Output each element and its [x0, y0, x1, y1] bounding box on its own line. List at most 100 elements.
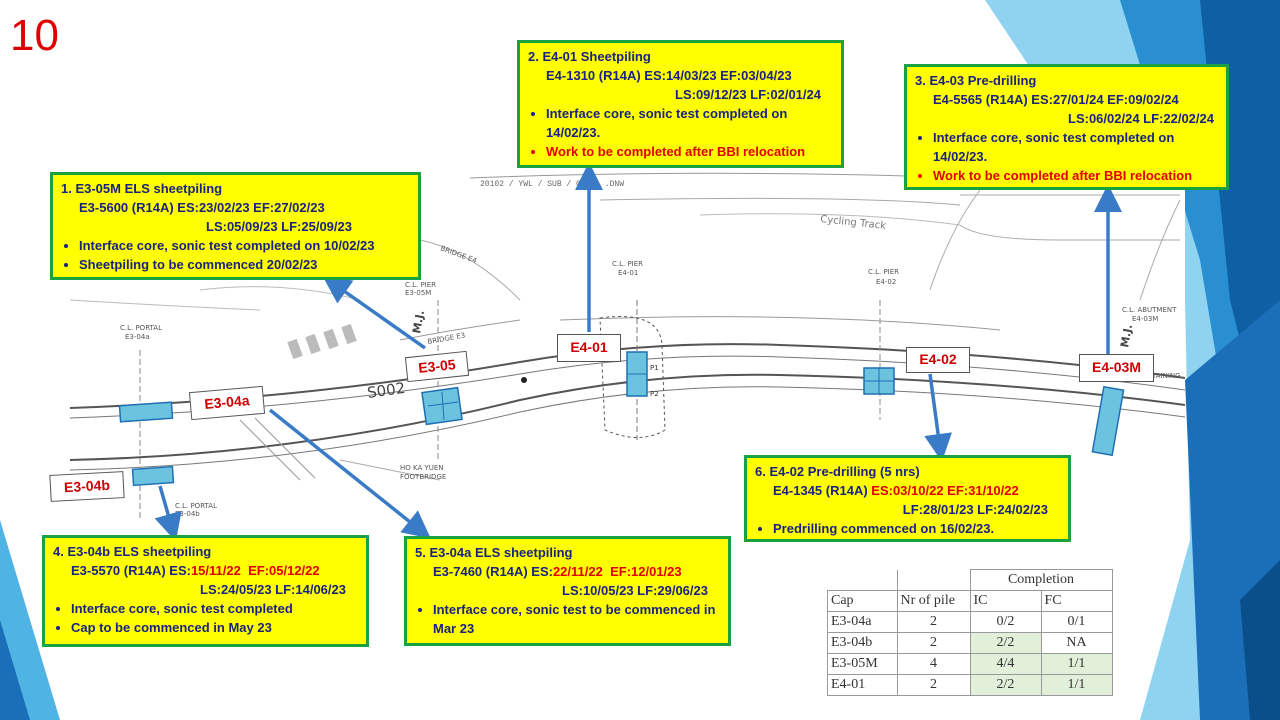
mj-text-2: M.J. — [1118, 323, 1135, 348]
callout-title: 1. E3-05M ELS sheetpiling — [61, 181, 223, 196]
footbridge-text-2: FOOTBRIDGE — [400, 473, 446, 481]
early-start: 22/11/22 — [552, 564, 603, 579]
table-header-row-2: Cap Nr of pile IC FC — [827, 590, 1113, 612]
early-finish: EF:05/12/22 — [248, 563, 320, 578]
pile-cap-e4-02 — [863, 367, 895, 395]
table-row: E3-04a 2 0/2 0/1 — [827, 611, 1113, 633]
cell-fc: 1/1 — [1040, 674, 1113, 696]
schedule-prefix: E3-5570 (R14A) ES: — [71, 563, 191, 578]
cell-fc: 1/1 — [1040, 653, 1113, 675]
callout-e4-02: 6. E4-02 Pre-drilling (5 nrs) E4-1345 (R… — [744, 455, 1071, 542]
bullet: Interface core, sonic test completed on … — [79, 236, 410, 255]
table-header-row-1: Completion — [827, 569, 1113, 591]
callout-title: 4. E3-04b ELS sheetpiling — [53, 544, 212, 559]
callout-e3-04b: 4. E3-04b ELS sheetpiling E3-5570 (R14A)… — [42, 535, 369, 647]
cl-pier-e4-01-text-2: E4-01 — [618, 269, 638, 277]
bullet: Sheetpiling to be commenced 20/02/23 — [79, 255, 410, 274]
schedule-prefix: E3-7460 (R14A) ES: — [433, 564, 553, 579]
schedule-line-1: E3-7460 (R14A) ES:22/11/22 EF:12/01/23 — [415, 562, 720, 581]
cl-abutment-text: C.L. ABUTMENT — [1122, 306, 1177, 314]
pile-cap-e3-04a — [118, 401, 174, 423]
s002-text: S002 — [366, 379, 406, 402]
bullet: Interface core, sonic test completed on … — [933, 128, 1218, 166]
schedule-line-2: LS:06/02/24 LF:22/02/24 — [1068, 111, 1214, 126]
cell-nr-of-pile: 2 — [896, 611, 971, 633]
bullet: Predrilling commenced on 16/02/23. — [773, 519, 1060, 538]
callout-e4-03: 3. E4-03 Pre-drilling E4-5565 (R14A) ES:… — [904, 64, 1229, 190]
cl-pier-e3-05m-text-2: E3-05M — [405, 289, 431, 297]
cell-cap: E3-04b — [827, 632, 898, 654]
cl-portal-e3-04a-text: C.L. PORTAL — [120, 324, 162, 332]
col-header-nr-of-pile: Nr of pile — [896, 590, 971, 612]
completion-table: Completion Cap Nr of pile IC FC E3-04a 2… — [827, 569, 1113, 696]
pile-cap-e4-03m — [1091, 385, 1125, 457]
p2-text: P2 — [650, 390, 659, 398]
cell-ic: 2/2 — [969, 632, 1042, 654]
pile-cap-e3-04b — [131, 465, 175, 487]
cell-nr-of-pile: 4 — [896, 653, 971, 675]
schedule-line-1: E3-5600 (R14A) ES:23/02/23 EF:27/02/23 — [79, 200, 325, 215]
pile-cap-e3-05 — [421, 386, 463, 426]
table-row: E3-05M 4 4/4 1/1 — [827, 653, 1113, 675]
bullet: Cap to be commenced in May 23 — [71, 618, 358, 637]
label-e4-02: E4-02 — [906, 347, 970, 373]
slide-number: 10 — [10, 11, 59, 60]
early-finish: EF:12/01/23 — [610, 564, 682, 579]
cl-abutment-text-2: E4-03M — [1132, 315, 1158, 323]
callout-title: 3. E4-03 Pre-drilling — [915, 73, 1037, 88]
callout-title: 5. E3-04a ELS sheetpiling — [415, 545, 573, 560]
cell-ic: 2/2 — [969, 674, 1042, 696]
cl-pier-e4-02-text-2: E4-02 — [876, 278, 896, 286]
callout-title: 6. E4-02 Pre-drilling (5 nrs) — [755, 464, 920, 479]
callout-e3-04a: 5. E3-04a ELS sheetpiling E3-7460 (R14A)… — [404, 536, 731, 646]
cell-cap: E4-01 — [827, 674, 898, 696]
schedule-line-1: E4-1310 (R14A) ES:14/03/23 EF:03/04/23 — [546, 68, 792, 83]
callout-arrows — [154, 162, 1122, 542]
cl-portal-e3-04a-text-2: E3-04a — [125, 333, 150, 341]
cl-portal-e3-04b-text: C.L. PORTAL — [175, 502, 217, 510]
cell-ic: 0/2 — [969, 611, 1042, 633]
schedule-line-1: E4-5565 (R14A) ES:27/01/24 EF:09/02/24 — [933, 92, 1179, 107]
footbridge-text: HO KA YUEN — [400, 464, 444, 472]
col-header-fc: FC — [1040, 590, 1113, 612]
early-dates: ES:03/10/22 EF:31/10/22 — [871, 483, 1019, 498]
label-e4-01: E4-01 — [557, 334, 621, 362]
bullet: Interface core, sonic test completed — [71, 599, 358, 618]
early-start: 15/11/22 — [190, 563, 241, 578]
callout-e4-01: 2. E4-01 Sheetpiling E4-1310 (R14A) ES:1… — [517, 40, 844, 168]
schedule-line-2: LS:10/05/23 LF:29/06/23 — [562, 583, 708, 598]
bullet-alert: Work to be completed after BBI relocatio… — [546, 142, 833, 161]
bullet: Interface core, sonic test completed on … — [546, 104, 833, 142]
drawing-reference: 20102 / YWL / SUB / 05121 .DNW — [480, 180, 624, 189]
table-row: E4-01 2 2/2 1/1 — [827, 674, 1113, 696]
cell-nr-of-pile: 2 — [896, 632, 971, 654]
col-header-cap: Cap — [827, 590, 898, 612]
schedule-line-1: E3-5570 (R14A) ES:15/11/22 EF:05/12/22 — [53, 561, 358, 580]
completion-header: Completion — [969, 569, 1113, 591]
cell-nr-of-pile: 2 — [896, 674, 971, 696]
zebra-crossing — [287, 323, 357, 360]
cl-pier-e4-02-text: C.L. PIER — [868, 268, 899, 276]
schedule-line-2: LS:09/12/23 LF:02/01/24 — [675, 87, 821, 102]
table-row: E3-04b 2 2/2 NA — [827, 632, 1113, 654]
bullet: Interface core, sonic test to be commenc… — [433, 600, 720, 638]
cell-cap: E3-05M — [827, 653, 898, 675]
pile-cap-e4-01 — [626, 351, 648, 397]
cell-fc: NA — [1040, 632, 1113, 654]
cell-cap: E3-04a — [827, 611, 898, 633]
cl-pier-e3-05m-text: C.L. PIER — [405, 281, 436, 289]
cell-ic: 4/4 — [969, 653, 1042, 675]
cell-fc: 0/1 — [1040, 611, 1113, 633]
schedule-prefix: E4-1345 (R14A) — [773, 483, 868, 498]
label-e3-04b: E3-04b — [49, 471, 125, 502]
schedule-line-2: LS:24/05/23 LF:14/06/23 — [200, 582, 346, 597]
col-header-ic: IC — [969, 590, 1042, 612]
label-e4-03m: E4-03M — [1079, 354, 1154, 382]
schedule-line-1: E4-1345 (R14A) ES:03/10/22 EF:31/10/22 — [755, 481, 1060, 500]
bullet-alert: Work to be completed after BBI relocatio… — [933, 166, 1218, 185]
cl-portal-e3-04b-text-2: E3-04b — [175, 510, 200, 518]
schedule-line-2: LF:28/01/23 LF:24/02/23 — [902, 502, 1048, 517]
p1-text: P1 — [650, 364, 659, 372]
schedule-line-2: LS:05/09/23 LF:25/09/23 — [206, 219, 352, 234]
callout-e3-05m: 1. E3-05M ELS sheetpiling E3-5600 (R14A)… — [50, 172, 421, 280]
